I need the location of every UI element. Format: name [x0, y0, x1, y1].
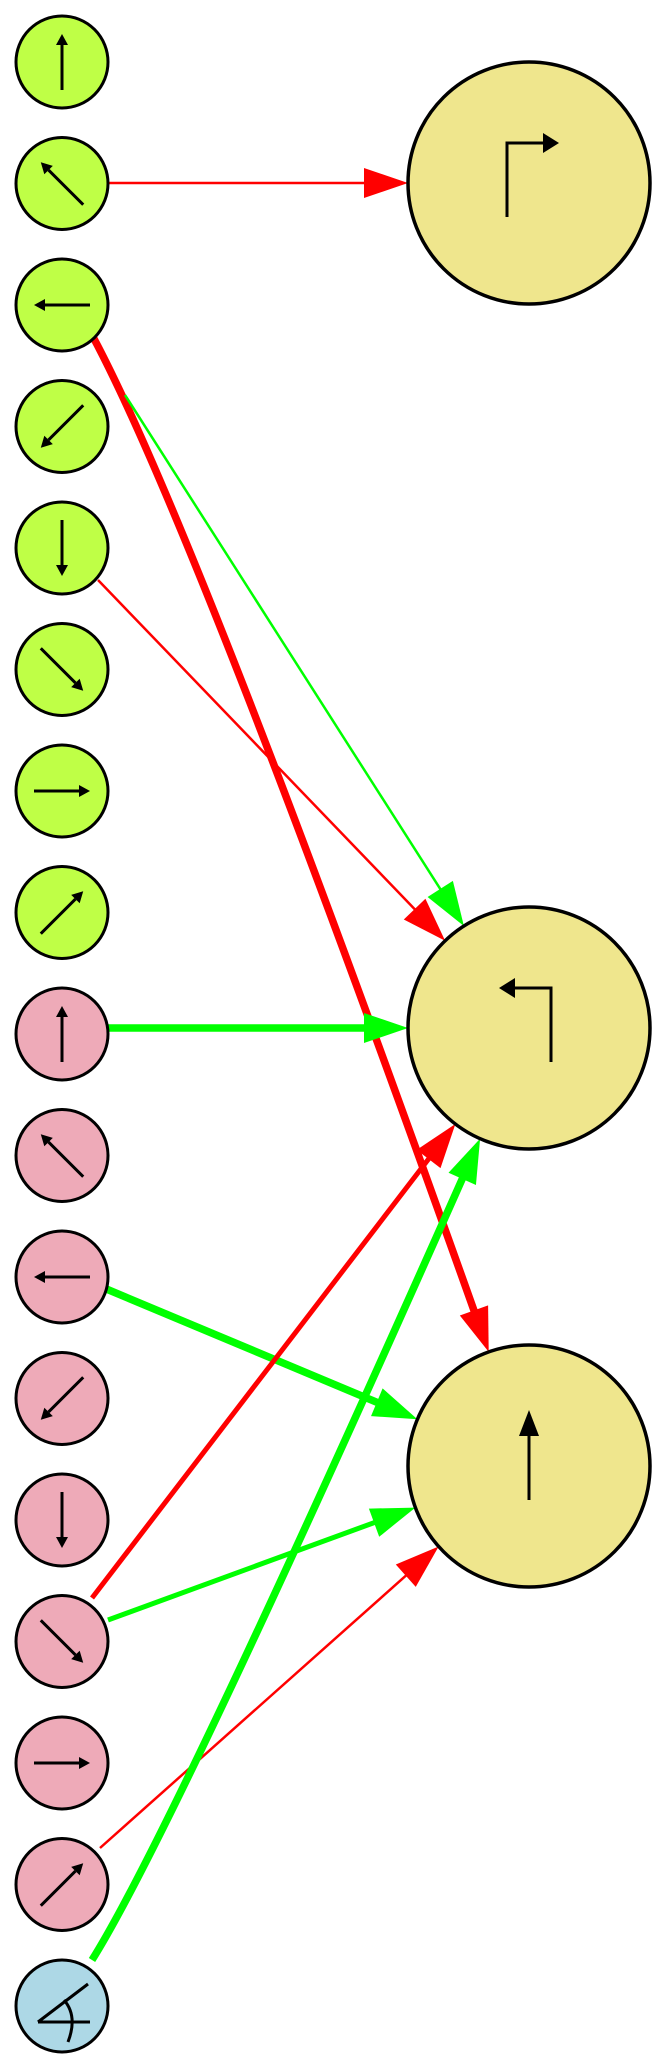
edge-arrowhead	[395, 1546, 439, 1587]
edge-arrowhead	[371, 1388, 418, 1420]
edge-arrowhead	[403, 898, 446, 941]
edge-line	[90, 1154, 434, 1600]
node-circle	[14, 1958, 110, 2054]
arrow-up-right-icon	[39, 891, 84, 935]
edge-line	[102, 1284, 382, 1408]
edge-arrowhead	[448, 1138, 481, 1185]
edge-g4-to-o1	[97, 579, 446, 941]
edge-arrowhead	[368, 1507, 416, 1537]
input-node-pink	[14, 1837, 110, 1932]
input-node-green	[14, 14, 110, 110]
edge-line	[88, 333, 479, 1316]
edge-arrowhead	[364, 168, 408, 198]
arrow-down-icon	[56, 1492, 68, 1548]
arrow-down-right-icon	[39, 1619, 84, 1663]
input-node-pink	[14, 1351, 110, 1446]
arrow-up-left-icon	[40, 1134, 85, 1178]
input-node-green	[14, 136, 110, 231]
input-node-green	[14, 865, 110, 960]
edge-arrowhead	[427, 880, 464, 927]
input-node-pink	[14, 1594, 110, 1689]
input-node-green	[14, 743, 110, 839]
arrow-left-icon	[34, 299, 90, 311]
edge-line	[97, 579, 419, 913]
edge-p0-to-o1	[108, 1013, 408, 1043]
edge-p7-to-o2	[99, 1546, 439, 1849]
edge-arrowhead	[459, 1305, 489, 1352]
straight-up-icon	[519, 1410, 539, 1500]
edge-p5-to-o1	[90, 1124, 456, 1600]
edge-line	[88, 1173, 468, 1962]
turn-right-icon	[505, 133, 559, 217]
node-circle	[406, 905, 652, 1151]
arrow-right-icon	[34, 785, 90, 797]
edge-p2-to-o2	[102, 1284, 418, 1420]
arrow-down-right-icon	[39, 647, 84, 691]
arrow-right-icon	[34, 1757, 90, 1769]
edge-line	[99, 1572, 410, 1849]
turn-left-icon	[499, 978, 553, 1062]
edge-g1-to-o0	[108, 168, 408, 198]
edge-line	[123, 394, 444, 893]
input-node-pink	[14, 1472, 110, 1568]
arrow-down-left-icon	[40, 404, 85, 448]
edge-arrowhead	[364, 1013, 408, 1043]
input-node-pink	[14, 986, 110, 1082]
edge-g2-to-o2	[88, 333, 489, 1352]
angle-icon	[37, 1982, 90, 2043]
arrow-up-left-icon	[40, 162, 85, 206]
arrow-down-left-icon	[40, 1376, 85, 1420]
input-node-pink	[14, 1715, 110, 1811]
node-circle	[406, 60, 652, 306]
input-node-green	[14, 622, 110, 717]
arrow-left-icon	[34, 1271, 90, 1283]
output-node	[406, 1343, 652, 1589]
input-node-green	[14, 379, 110, 474]
arrow-up-icon	[56, 1006, 68, 1062]
edges-layer	[88, 168, 489, 1962]
nodes-layer	[14, 14, 652, 2054]
edge-b0-to-o1	[88, 1138, 481, 1962]
input-node-green	[14, 500, 110, 596]
output-node	[406, 60, 652, 306]
input-node-green	[14, 257, 110, 353]
arrow-up-right-icon	[39, 1863, 84, 1907]
input-node-pink	[14, 1229, 110, 1325]
input-node-blue	[14, 1958, 110, 2054]
output-node	[406, 905, 652, 1151]
arrow-up-icon	[56, 34, 68, 90]
edge-arrowhead	[416, 1124, 456, 1169]
arrow-down-icon	[56, 520, 68, 576]
edge-p5-to-o2	[107, 1507, 416, 1623]
edge-g2-to-o1	[123, 394, 464, 927]
edge-line	[107, 1518, 379, 1623]
input-node-pink	[14, 1108, 110, 1203]
